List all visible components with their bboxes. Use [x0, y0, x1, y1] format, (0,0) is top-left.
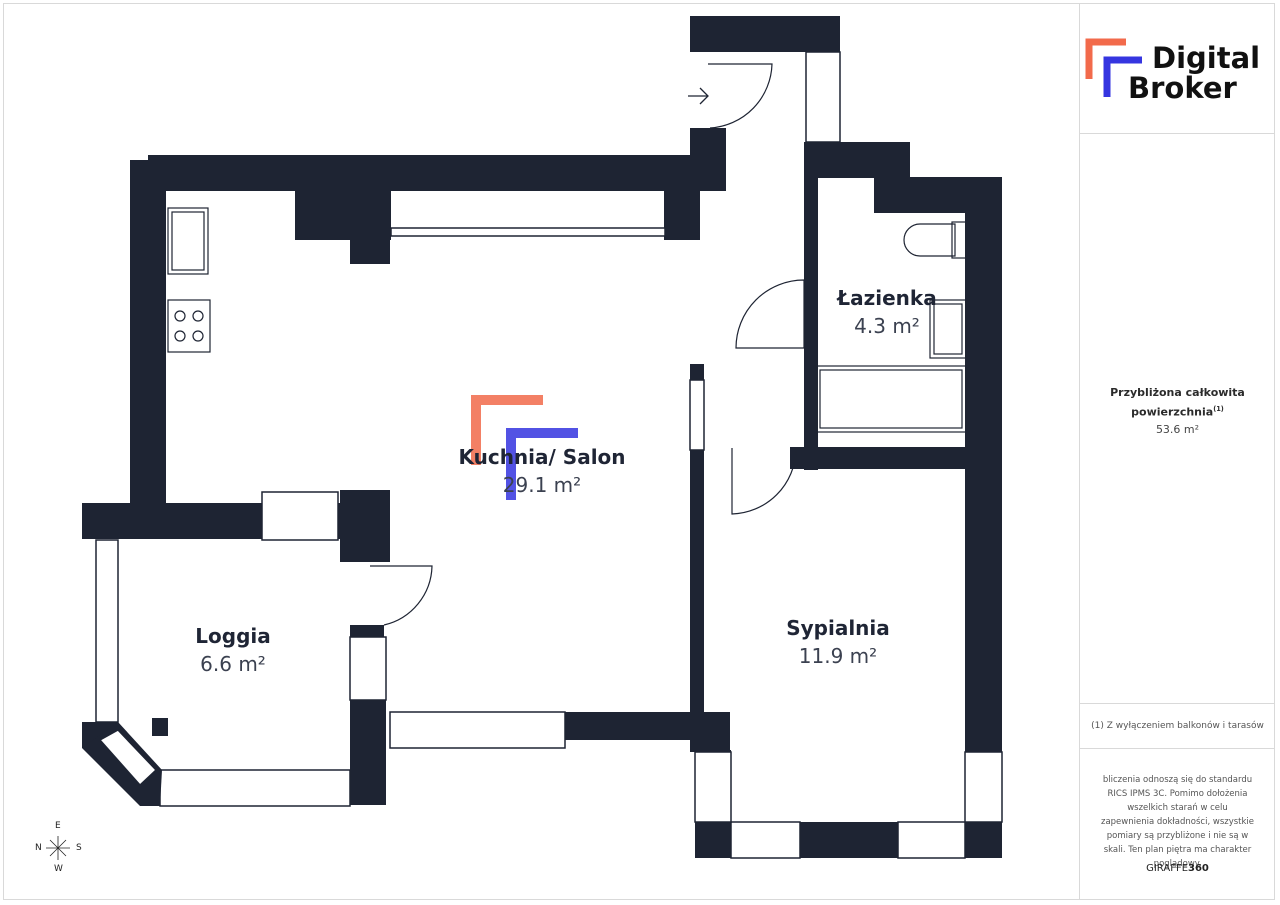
compass-rose: E N S W [28, 818, 88, 878]
room-loggia-area: 6.6 m² [200, 652, 266, 676]
footnote: (1) Z wyłączeniem balkonów i tarasów [1091, 721, 1264, 731]
logo-line1: Digital [1152, 41, 1261, 75]
area-title-line1: Przybliżona całkowita [1110, 386, 1245, 399]
divider [1080, 748, 1275, 749]
divider [1080, 133, 1275, 134]
room-kitchen: Kuchnia/ Salon 29.1 m² [437, 445, 647, 497]
room-loggia-name: Loggia [195, 624, 271, 648]
logo-line2: Broker [1128, 71, 1237, 105]
brand-prefix: GIRAFFE [1146, 863, 1189, 874]
giraffe360-brand: GIRAFFE360 [1080, 863, 1275, 874]
logo-mark-icon [1085, 38, 1142, 97]
entry-arrow-icon [688, 87, 709, 105]
disclaimer: bliczenia odnoszą się do standardu RICS … [1100, 775, 1255, 869]
room-bedroom: Sypialnia 11.9 m² [758, 616, 918, 668]
compass-n: N [35, 843, 42, 853]
room-bathroom-name: Łazienka [837, 286, 937, 310]
info-sidebar: Digital Broker Przybliżona całkowita pow… [1079, 3, 1275, 900]
brand-suffix: 360 [1188, 863, 1209, 874]
page-frame [3, 3, 1275, 900]
divider [1080, 703, 1275, 704]
digital-broker-logo: Digital Broker [1080, 3, 1275, 133]
area-value: 53.6 m² [1155, 423, 1200, 436]
area-title-line2: powierzchnia [1131, 405, 1214, 419]
room-bathroom: Łazienka 4.3 m² [817, 286, 957, 338]
area-title: Przybliżona całkowita powierzchnia(1) [1080, 384, 1275, 421]
fixtures [167, 63, 967, 626]
room-kitchen-area: 29.1 m² [502, 473, 582, 497]
room-bedroom-name: Sypialnia [786, 616, 890, 640]
windows [95, 51, 1003, 859]
floor-plan [82, 16, 1003, 859]
walls [82, 16, 1002, 858]
room-bathroom-area: 4.3 m² [854, 314, 920, 338]
room-loggia: Loggia 6.6 m² [163, 624, 303, 676]
area-title-sup: (1) [1213, 405, 1224, 413]
compass-w: W [54, 864, 63, 874]
compass-s: S [76, 843, 82, 853]
room-kitchen-name: Kuchnia/ Salon [458, 445, 626, 469]
room-bedroom-area: 11.9 m² [798, 644, 878, 668]
compass-icon [46, 836, 70, 860]
compass-e: E [55, 821, 61, 831]
watermark-logo [471, 395, 578, 500]
